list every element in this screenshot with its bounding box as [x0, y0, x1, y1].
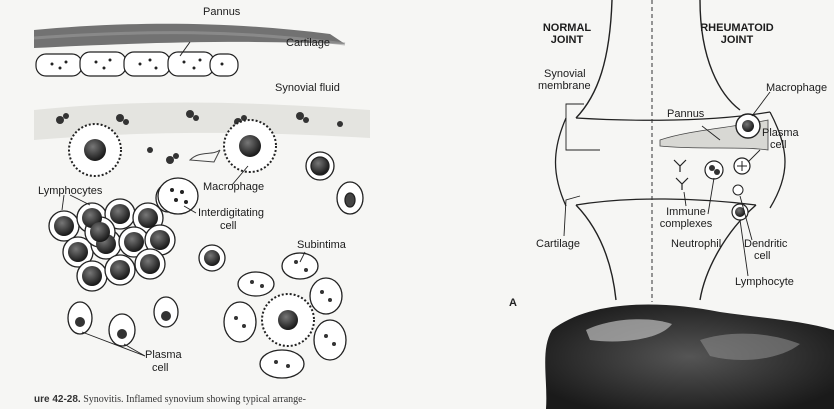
label-plasma-cell-joint-line1: Plasma [762, 127, 799, 139]
label-interdigitating-cell-line2: cell [220, 220, 237, 232]
neutrophil-joint [705, 161, 723, 179]
label-cartilage-joint: Cartilage [536, 238, 580, 250]
label-lymphocyte-joint: Lymphocyte [735, 276, 794, 288]
left-synovium-drawing [34, 24, 370, 378]
label-cartilage: Cartilage [286, 37, 330, 49]
joint-diagram [545, 0, 834, 409]
interdigitating-cell [158, 178, 198, 214]
pannus-cells [36, 52, 238, 76]
header-normal-joint-line2: JOINT [537, 34, 597, 46]
label-lymphocytes: Lymphocytes [38, 185, 102, 197]
label-immune-complexes-line2: complexes [654, 218, 718, 230]
label-macrophage-joint: Macrophage [766, 82, 827, 94]
label-synovial-membrane-line1: Synovial [544, 68, 586, 80]
upper-bone-outline [576, 0, 612, 118]
header-rheumatoid-joint-line1: RHEUMATOID [694, 22, 780, 34]
label-plasma-cell-line2: cell [152, 362, 169, 374]
lower-bone-outline [576, 205, 616, 300]
figure-caption: ure 42-28. Synovitis. Inflamed synovium … [34, 394, 534, 405]
immune-complexes [674, 160, 688, 190]
label-macrophage: Macrophage [203, 181, 264, 193]
tissue-photo [545, 305, 834, 409]
header-rheumatoid-joint-line2: JOINT [694, 34, 780, 46]
caption-prefix: ure 42-28. [34, 394, 81, 405]
label-neutrophil: Neutrophil [671, 238, 721, 250]
label-dendritic-cell-line1: Dendritic [744, 238, 787, 250]
label-immune-complexes-line1: Immune [654, 206, 718, 218]
label-dendritic-cell-line2: cell [754, 250, 771, 262]
panel-letter: A [509, 297, 517, 309]
label-plasma-cell-joint-line2: cell [770, 139, 787, 151]
caption-text: Synovitis. Inflamed synovium showing typ… [83, 394, 306, 405]
macrophage-joint [736, 114, 760, 138]
label-plasma-cell-line1: Plasma [145, 349, 182, 361]
label-synovial-fluid: Synovial fluid [275, 82, 340, 94]
header-normal-joint-line1: NORMAL [537, 22, 597, 34]
dendritic-cell-joint [733, 185, 743, 195]
label-synovial-membrane-line2: membrane [538, 80, 591, 92]
macrophage-right [224, 120, 276, 172]
label-pannus-joint: Pannus [667, 108, 704, 120]
macrophage-left [69, 124, 121, 176]
label-interdigitating-cell-line1: Interdigitating [198, 207, 264, 219]
label-pannus: Pannus [203, 6, 240, 18]
subintima-macrophage [262, 294, 314, 346]
plasma-cell-joint [734, 158, 750, 174]
label-subintima: Subintima [297, 239, 346, 251]
